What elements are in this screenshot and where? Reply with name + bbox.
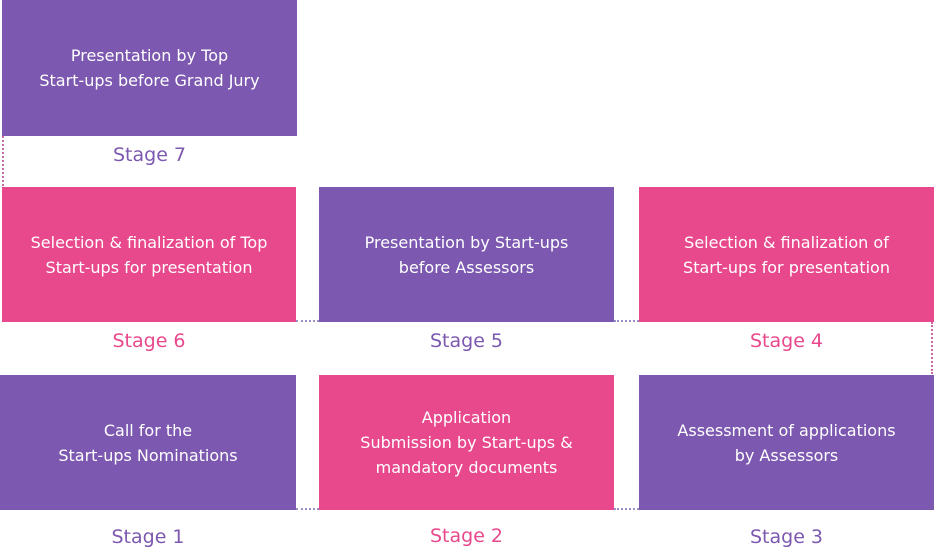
stage-6-line-1: Selection & finalization of Top [30,232,268,252]
connector-stage5-to-stage6 [296,320,319,322]
stage-7-label: Stage 7 [112,144,187,166]
stage-6-label: Stage 6 [112,330,186,352]
stage-1-label: Stage 1 [111,526,185,548]
stage-4-label: Stage 4 [749,330,824,352]
stage-5-box: Presentation by Start-ups before Assesso… [319,187,614,322]
stage-7-line-1: Presentation by Top [70,46,229,65]
connector-stage3-to-stage4 [931,322,933,374]
stage-2-box: Application Submission by Start-ups & ma… [319,375,614,510]
stage-1-line-2: Start-ups Nominations [58,445,238,465]
stage-3-line-1: Assessment of applications [677,420,896,440]
stage-6-box: Selection & finalization of Top Start-up… [2,187,296,322]
stage-4-line-2: Start-ups for presentation [683,257,890,277]
stage-5-label: Stage 5 [429,330,504,352]
stage-1-box: Call for the Start-ups Nominations [0,375,296,510]
stage-5-line-2: before Assessors [398,257,535,277]
stage-3-label: Stage 3 [749,526,824,548]
stage-7-box: Presentation by Top Start-ups before Gra… [2,0,297,136]
stage-3-line-2: by Assessors [734,445,839,465]
stage-2-label: Stage 2 [429,525,504,547]
stage-4-line-1: Selection & finalization of [684,232,889,252]
stage-5-line-1: Presentation by Start-ups [364,232,569,252]
stage-6-line-2: Start-ups for presentation [45,257,253,277]
stage-7-line-2: Start-ups before Grand Jury [39,71,260,90]
stage-4-box: Selection & finalization of Start-ups fo… [639,187,934,322]
stage-2-line-3: mandatory documents [375,458,558,477]
stage-1-line-1: Call for the [103,420,193,440]
connector-stage6-to-stage7 [2,136,4,186]
stage-2-line-2: Submission by Start-ups & [360,433,573,452]
stage-3-box: Assessment of applications by Assessors [639,375,934,510]
stage-2-line-1: Application [421,408,512,427]
connector-stage2-to-stage3 [614,508,639,510]
connector-stage4-to-stage5 [614,320,639,322]
connector-stage1-to-stage2 [296,508,319,510]
